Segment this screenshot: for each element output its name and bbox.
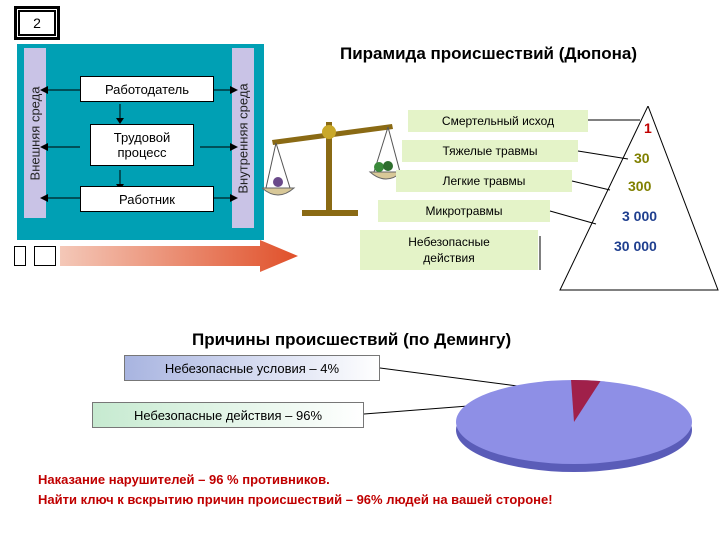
pyramid-value-3: 300 <box>628 178 652 194</box>
process-arrow <box>60 240 298 272</box>
small-square-icon-2 <box>34 246 56 266</box>
causes-pie-chart <box>456 380 692 472</box>
pyramid-level-3-label: Легкие травмы <box>442 174 526 188</box>
pyramid-value-2: 30 <box>634 150 650 166</box>
worker-text: Работник <box>119 191 175 207</box>
pyramid-level-4-label: Микротравмы <box>425 204 503 218</box>
pyramid-level-2: Тяжелые травмы <box>402 140 578 162</box>
unsafe-conditions-text: Небезопасные условия – 4% <box>164 360 340 376</box>
unsafe-actions-text: Небезопасные действия – 96% <box>133 407 323 423</box>
employer-text: Работодатель <box>104 81 190 97</box>
causes-title: Причины происшествий (по Демингу) <box>192 330 512 349</box>
pyramid-level-4: Микротравмы <box>378 200 550 222</box>
pyramid-level-1: Смертельный исход <box>408 110 588 132</box>
pyramid-leader-lines <box>539 119 640 270</box>
pie-slice-unsafe-conditions <box>571 380 601 422</box>
pyramid-value-4: 3 000 <box>622 208 658 224</box>
pyramid-value-1: 1 <box>644 120 652 136</box>
small-square-icon <box>14 246 26 266</box>
slide-number-text: 2 <box>18 10 56 36</box>
slide-number: 2 <box>14 6 60 40</box>
labor-process-box: Трудовой процесс <box>90 124 194 166</box>
footer-line-1: Наказание нарушителей – 96 % противников… <box>38 472 330 487</box>
pyramid-level-3: Легкие травмы <box>396 170 572 192</box>
worker-box: Работник <box>80 186 214 212</box>
unsafe-actions-box: Небезопасные действия – 96% <box>92 402 364 428</box>
pyramid-value-5: 30 000 <box>614 238 657 254</box>
labor-process-text: Трудовой процесс <box>113 130 171 160</box>
outer-environment-label: Внешняя среда <box>24 48 46 218</box>
pyramid-level-5-label: Небезопасные действия <box>408 235 490 265</box>
inner-environment-label: Внутренняя среда <box>232 48 254 228</box>
footer-line-2: Найти ключ к вскрытию причин происшестви… <box>38 492 553 507</box>
pyramid-title: Пирамида происшествий (Дюпона) <box>340 44 638 63</box>
scales-icon <box>262 122 402 216</box>
connector-lines <box>40 86 238 202</box>
pyramid-level-1-label: Смертельный исход <box>441 114 555 128</box>
pyramid-triangle <box>559 106 719 291</box>
employer-box: Работодатель <box>80 76 214 102</box>
pyramid-level-2-label: Тяжелые травмы <box>442 144 538 158</box>
unsafe-conditions-box: Небезопасные условия – 4% <box>124 355 380 381</box>
pyramid-level-5: Небезопасные действия <box>360 230 538 270</box>
